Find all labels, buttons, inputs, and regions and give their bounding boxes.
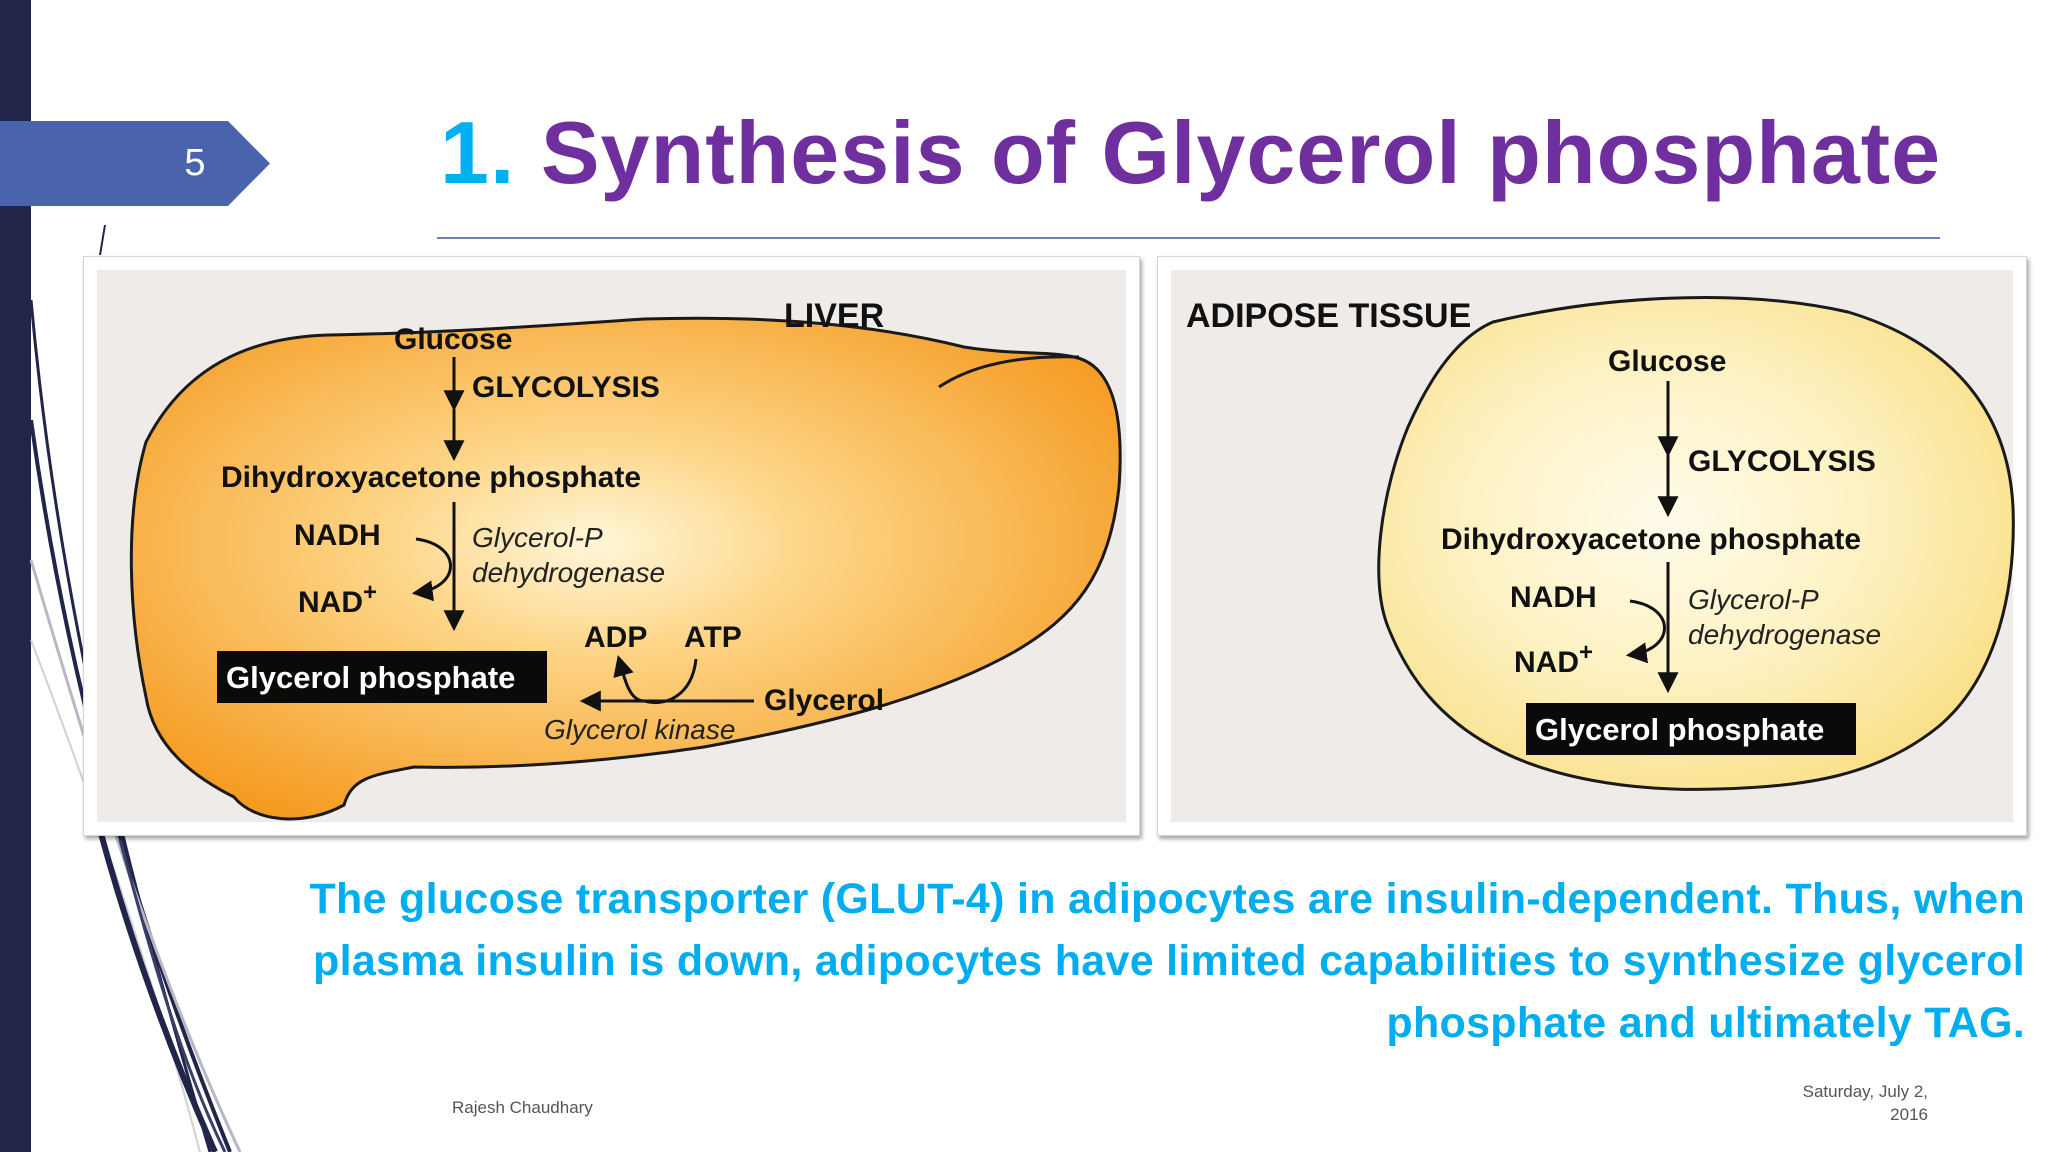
adipose-label: ADIPOSE TISSUE: [1186, 297, 1471, 335]
adipose-glucose: Glucose: [1608, 345, 1726, 378]
caption-line-2: plasma insulin is down, adipocytes have …: [313, 937, 2025, 985]
adipose-enzyme-line2: dehydrogenase: [1688, 619, 1881, 650]
footer-date-line2: 2016: [1890, 1105, 1928, 1124]
adipose-diagram-panel: ADIPOSE TISSUE Glucose GLYCOLYSIS Dihydr…: [1157, 256, 2027, 836]
liver-product: Glycerol phosphate: [226, 660, 515, 695]
liver-diagram: LIVER Glucose GLYCOLYSIS Dihydroxyaceton…: [97, 270, 1126, 822]
adipose-product-box: [1526, 703, 1856, 755]
liver-enzyme-line1: Glycerol-P: [472, 522, 603, 553]
title-underline: [437, 237, 1940, 239]
liver-glycolysis: GLYCOLYSIS: [472, 371, 660, 404]
liver-nadh: NADH: [294, 519, 381, 552]
adipose-cell-shape: [1377, 296, 2015, 791]
liver-enzyme-line2: dehydrogenase: [472, 557, 665, 588]
adipose-nad: NAD+: [1514, 639, 1593, 679]
liver-product-box: [217, 651, 547, 703]
caption-text: The glucose transporter (GLUT-4) in adip…: [240, 868, 2025, 1058]
slide-title: 1. Synthesis of Glycerol phosphate: [440, 98, 1940, 208]
liver-glycerol: Glycerol: [764, 684, 884, 717]
liver-atp: ATP: [684, 621, 742, 654]
footer-author: Rajesh Chaudhary: [452, 1098, 593, 1117]
adipose-enzyme-line1: Glycerol-P: [1688, 584, 1819, 615]
adipose-glycolysis: GLYCOLYSIS: [1688, 445, 1876, 478]
adipose-nadh: NADH: [1510, 581, 1597, 614]
title-text: Synthesis of Glycerol phosphate: [540, 103, 1942, 202]
caption-line-1: The glucose transporter (GLUT-4) in adip…: [309, 875, 2025, 923]
page-number-badge: [0, 121, 270, 206]
adipose-diagram: ADIPOSE TISSUE Glucose GLYCOLYSIS Dihydr…: [1171, 270, 2015, 822]
adipose-nadh-curve-arrow: [1625, 599, 1666, 664]
liver-atp-adp-curve-arrow: [613, 654, 698, 705]
liver-dhap: Dihydroxyacetone phosphate: [221, 461, 641, 494]
adipose-product: Glycerol phosphate: [1535, 712, 1824, 747]
liver-glucose: Glucose: [394, 323, 512, 356]
footer-date: Saturday, July 2, 2016: [1720, 1080, 1928, 1128]
adipose-dhap: Dihydroxyacetone phosphate: [1441, 523, 1861, 556]
title-number: 1.: [440, 103, 516, 202]
footer-date-line1: Saturday, July 2,: [1802, 1082, 1928, 1101]
liver-label: LIVER: [784, 297, 884, 335]
liver-diagram-panel: LIVER Glucose GLYCOLYSIS Dihydroxyaceton…: [83, 256, 1140, 836]
liver-kinase: Glycerol kinase: [544, 714, 735, 745]
caption-line-3: phosphate and ultimately TAG.: [1386, 999, 2025, 1047]
liver-nadh-curve-arrow: [411, 537, 452, 602]
liver-nad: NAD+: [298, 579, 377, 619]
liver-lobe-line: [938, 355, 1080, 389]
page-number: 5: [184, 142, 206, 184]
liver-adp: ADP: [584, 621, 647, 654]
